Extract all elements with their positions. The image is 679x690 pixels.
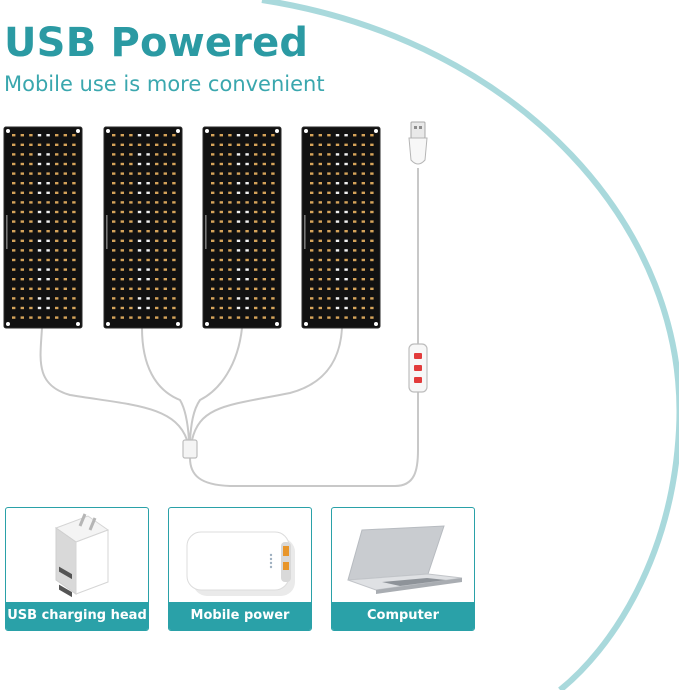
inline-switch[interactable] xyxy=(408,343,428,393)
laptop-icon xyxy=(347,525,463,594)
led-panel xyxy=(202,126,282,329)
usb-charger-icon xyxy=(54,513,110,598)
page-title: USB Powered xyxy=(4,20,309,66)
led-panel xyxy=(301,126,381,329)
power-option-computer: Computer xyxy=(331,507,475,631)
power-option-label: Mobile power xyxy=(169,602,311,630)
power-option-mobile-power: Mobile power xyxy=(168,507,312,631)
cable-splitter xyxy=(182,439,198,459)
led-panels xyxy=(3,126,381,329)
led-panel xyxy=(103,126,183,329)
led-panel xyxy=(3,126,83,329)
page-subtitle: Mobile use is more convenient xyxy=(4,72,325,96)
power-option-label: Computer xyxy=(332,602,474,630)
usb-plug-icon xyxy=(408,121,428,165)
cable-harness xyxy=(39,168,419,487)
power-option-usb-charging-head: USB charging head xyxy=(5,507,149,631)
power-option-label: USB charging head xyxy=(6,602,148,630)
power-bank-icon xyxy=(186,531,295,596)
